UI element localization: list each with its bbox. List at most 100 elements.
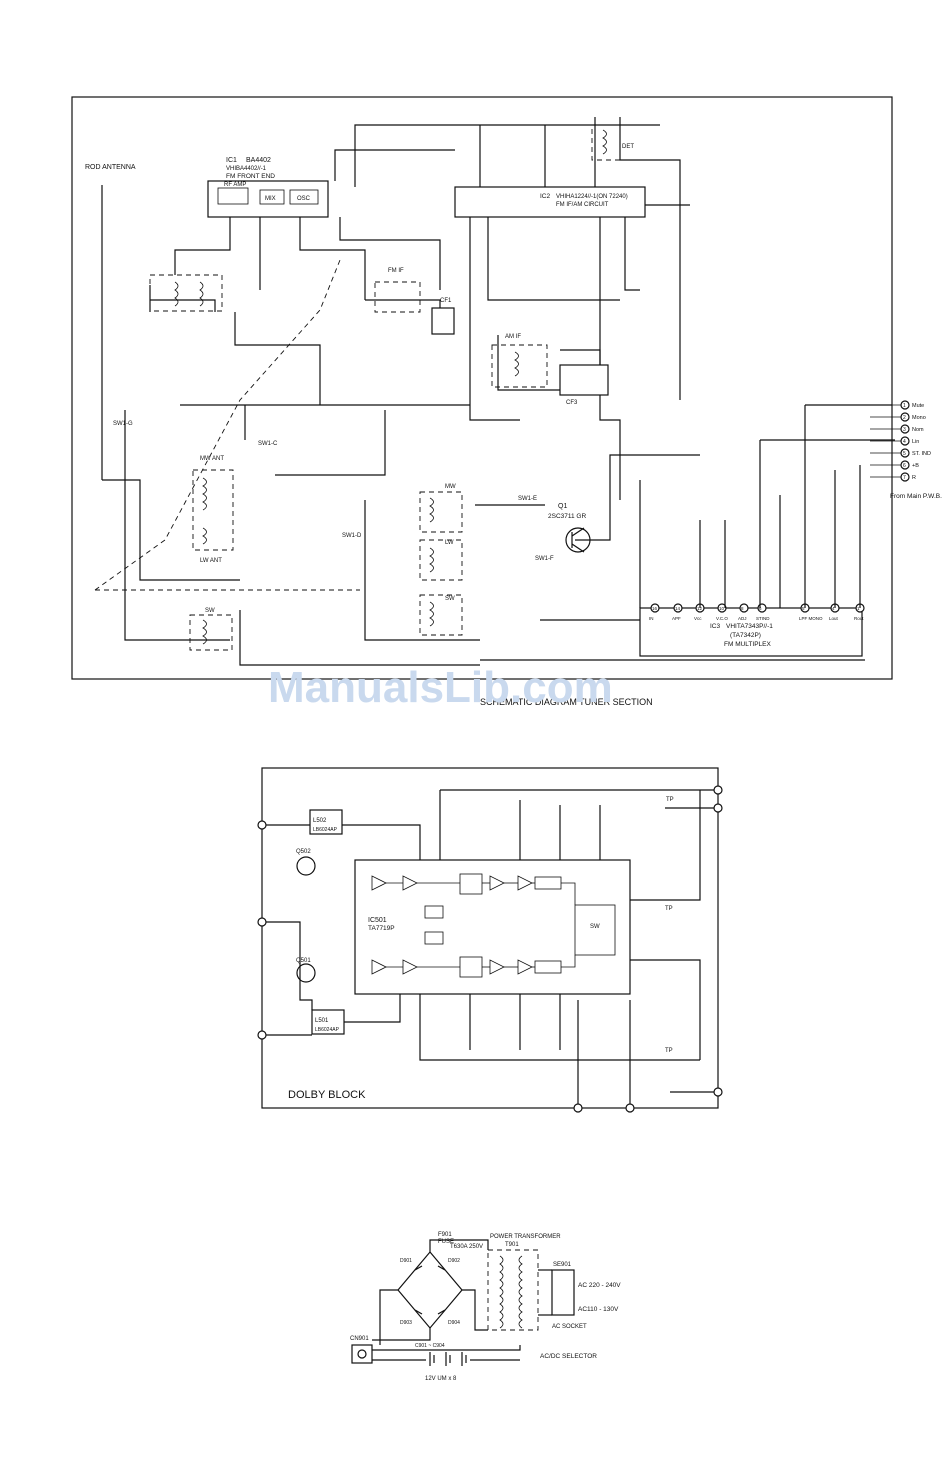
connector-pin-label: R — [912, 475, 916, 481]
coil-l2-mw — [419, 491, 463, 533]
connector-pin-label: Nom — [912, 427, 924, 433]
svg-text:FUSE: FUSE — [438, 1239, 454, 1245]
svg-text:LW: LW — [445, 540, 454, 546]
svg-text:SE901: SE901 — [553, 1262, 572, 1268]
svg-text:SW: SW — [205, 608, 215, 614]
svg-text:SW1-G: SW1-G — [113, 421, 133, 427]
cf1 — [431, 307, 455, 335]
mix-block — [259, 189, 285, 205]
ic3-pin-number: 4 — [832, 606, 835, 611]
svg-text:BA4402: BA4402 — [246, 157, 271, 164]
ic3-pin-number: 8 — [741, 606, 744, 611]
coil-l1 — [149, 274, 223, 312]
svg-text:TP: TP — [665, 906, 673, 912]
svg-text:AC/DC SELECTOR: AC/DC SELECTOR — [540, 1353, 597, 1360]
svg-text:SW1-E: SW1-E — [518, 496, 537, 502]
ic3-pin-label: Rout — [854, 616, 864, 621]
svg-text:CN901: CN901 — [350, 1336, 369, 1342]
ic3-pin — [717, 603, 727, 613]
svg-text:SW1-D: SW1-D — [342, 533, 362, 539]
am-if-transformer — [491, 344, 548, 388]
coil-l10-lw — [419, 539, 463, 581]
svg-text:FM IF/AM CIRCUIT: FM IF/AM CIRCUIT — [556, 202, 609, 208]
svg-text:Q501: Q501 — [296, 958, 311, 964]
ic3-pin-label: IN — [649, 616, 654, 621]
svg-text:TP: TP — [665, 1048, 673, 1054]
tuner-coils: FM IF AM IF DET MW ANT LW ANT SW MW LW S… — [149, 124, 634, 651]
svg-text:POWER TRANSFORMER: POWER TRANSFORMER — [490, 1234, 561, 1240]
ic3-pin — [650, 603, 660, 613]
connector-pin-number: 1 — [903, 403, 906, 409]
svg-text:VHITA7343P//-1: VHITA7343P//-1 — [726, 623, 773, 630]
dolby-terminals — [257, 785, 723, 1113]
cf2-cf3 — [559, 364, 609, 396]
svg-text:L501: L501 — [315, 1018, 329, 1024]
connector-pin-number: 3 — [903, 427, 906, 433]
ic3-pin-label: V.C.O — [716, 616, 728, 621]
svg-text:VHIHA1224//-1(ON 72240): VHIHA1224//-1(ON 72240) — [556, 194, 628, 200]
connector-pin-label: +B — [912, 463, 919, 469]
dolby-wiring — [262, 789, 718, 1108]
l502-regulator — [309, 809, 343, 835]
connector-pin-label: ST. IND — [912, 451, 931, 457]
ic3-pin-label: ADJ — [738, 616, 747, 621]
svg-text:From Main P.W.B.: From Main P.W.B. — [890, 493, 942, 500]
osc-block — [289, 189, 319, 205]
coil-l6 — [189, 614, 233, 651]
connector-pin-number: 6 — [903, 463, 906, 469]
dolby-section: IC501 TA7719P SW L502 LB6024AP L501 LB60… — [257, 767, 723, 1113]
svg-text:L502: L502 — [313, 818, 327, 824]
connector-pin-number: 5 — [903, 451, 906, 457]
svg-text:12V UM x 8: 12V UM x 8 — [425, 1376, 457, 1382]
svg-text:F901: F901 — [438, 1232, 452, 1238]
transistor-q1: Q1 2SC3711 GR — [548, 503, 591, 553]
svg-text:Q1: Q1 — [558, 503, 567, 510]
svg-text:FM IF: FM IF — [388, 268, 404, 274]
voltage-selector — [551, 1269, 575, 1316]
svg-text:T901: T901 — [505, 1242, 519, 1248]
power-wiring — [372, 1239, 552, 1361]
svg-text:MW ANT: MW ANT — [200, 456, 224, 462]
connector-pin-label: Mute — [912, 403, 924, 409]
ic3-pin-number: 14 — [675, 606, 681, 611]
tuner-frame — [71, 96, 893, 680]
tuner-section: ROD ANTENNA RF AMP MIX OSC IC1 BA4402 VH… — [71, 96, 942, 707]
ic3-pin — [673, 603, 683, 613]
det-transformer — [591, 124, 621, 161]
svg-text:SW1-F: SW1-F — [535, 556, 554, 562]
ic3-pin-number: 12 — [697, 606, 703, 611]
dc-jack — [351, 1344, 373, 1364]
ic3-pin-label: Lout — [829, 616, 839, 621]
ic3-pin-number: 6 — [759, 606, 762, 611]
svg-text:SW: SW — [590, 924, 600, 930]
svg-text:AC SOCKET: AC SOCKET — [552, 1324, 587, 1330]
svg-text:IC1: IC1 — [226, 157, 237, 164]
dolby-title: DOLBY BLOCK — [288, 1089, 366, 1101]
ic3-pin-label: Vcc — [694, 616, 702, 621]
svg-text:SW1-C: SW1-C — [258, 441, 278, 447]
ic3-pin-number: 16 — [652, 606, 658, 611]
connector-pin-number: 4 — [903, 439, 906, 445]
ic3-fm-multiplex: IC3 VHITA7343P//-1 (TA7342P) FM MULTIPLE… — [639, 603, 865, 657]
coil-l5-sw — [419, 594, 463, 636]
antenna-label: ROD ANTENNA — [85, 164, 136, 171]
svg-text:DET: DET — [622, 144, 634, 150]
svg-text:MIX: MIX — [265, 196, 276, 202]
svg-text:LB6024AP: LB6024AP — [315, 1027, 340, 1033]
ic3-pin — [739, 603, 749, 613]
svg-text:D903: D903 — [400, 1320, 412, 1326]
svg-text:IC3: IC3 — [710, 623, 721, 630]
svg-text:AC 220 - 240V: AC 220 - 240V — [578, 1282, 621, 1289]
ic3-pin-label: APF — [672, 616, 681, 621]
svg-text:FM FRONT END: FM FRONT END — [226, 173, 275, 180]
connector-pin-label: Lin — [912, 439, 919, 445]
svg-text:Q502: Q502 — [296, 849, 311, 855]
svg-text:OSC: OSC — [297, 196, 311, 202]
svg-text:D901: D901 — [400, 1258, 412, 1264]
tuner-caption: SCHEMATIC DIAGRAM TUNER SECTION — [480, 697, 653, 707]
power-transformer — [487, 1249, 539, 1331]
ic2-if-circuit: IC2 VHIHA1224//-1(ON 72240) FM IF/AM CIR… — [454, 186, 646, 218]
rod-antenna: ROD ANTENNA — [85, 164, 136, 455]
ic1-front-end: RF AMP MIX OSC IC1 BA4402 VHIBA4402//-1 … — [207, 157, 329, 218]
